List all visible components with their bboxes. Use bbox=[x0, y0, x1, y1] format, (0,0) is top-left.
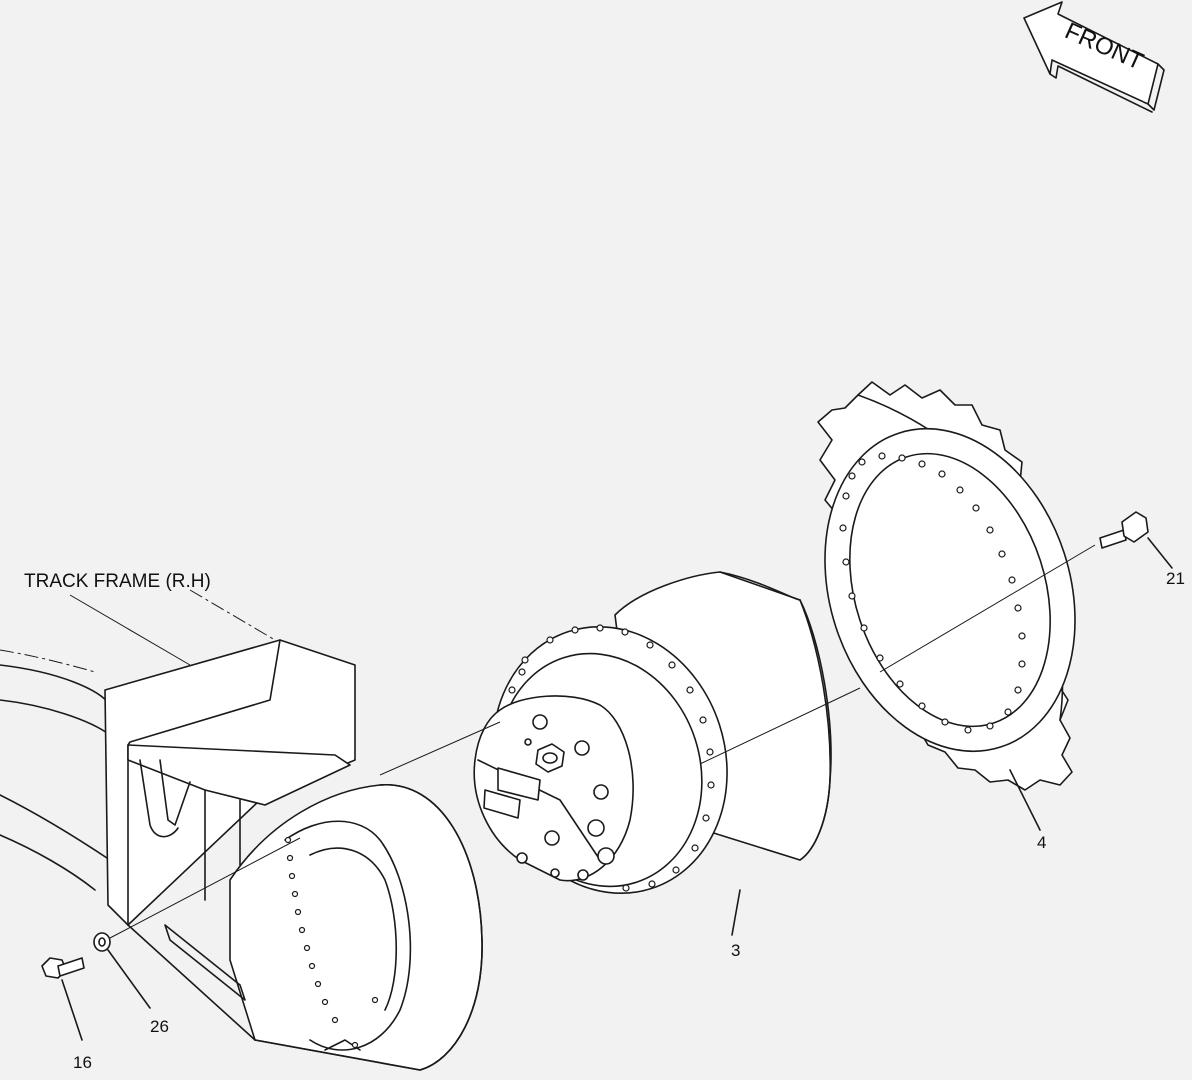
callout-3: 3 bbox=[731, 941, 741, 960]
motor-head-bolts bbox=[516, 714, 615, 881]
travel-motor bbox=[473, 571, 832, 936]
sprocket-bolt bbox=[1099, 511, 1173, 569]
callout-21: 21 bbox=[1166, 569, 1185, 588]
sprocket bbox=[817, 381, 1076, 831]
flange-bolt-holes bbox=[508, 624, 715, 892]
frame-bolt-holes bbox=[284, 836, 379, 1049]
callout-4: 4 bbox=[1037, 833, 1047, 852]
track-frame-label: TRACK FRAME (R.H) bbox=[24, 571, 211, 592]
front-direction-arrow: FRONT bbox=[1023, 1, 1165, 113]
frame-bolt bbox=[41, 957, 85, 1041]
callout-16: 16 bbox=[73, 1053, 92, 1072]
center-plug-icon bbox=[535, 743, 565, 773]
track-frame bbox=[0, 589, 483, 1071]
sprocket-bolt-holes bbox=[839, 452, 1026, 734]
frame-washer bbox=[93, 932, 151, 1009]
assembly-axis-lines bbox=[109, 544, 1096, 939]
callout-26: 26 bbox=[150, 1017, 169, 1036]
